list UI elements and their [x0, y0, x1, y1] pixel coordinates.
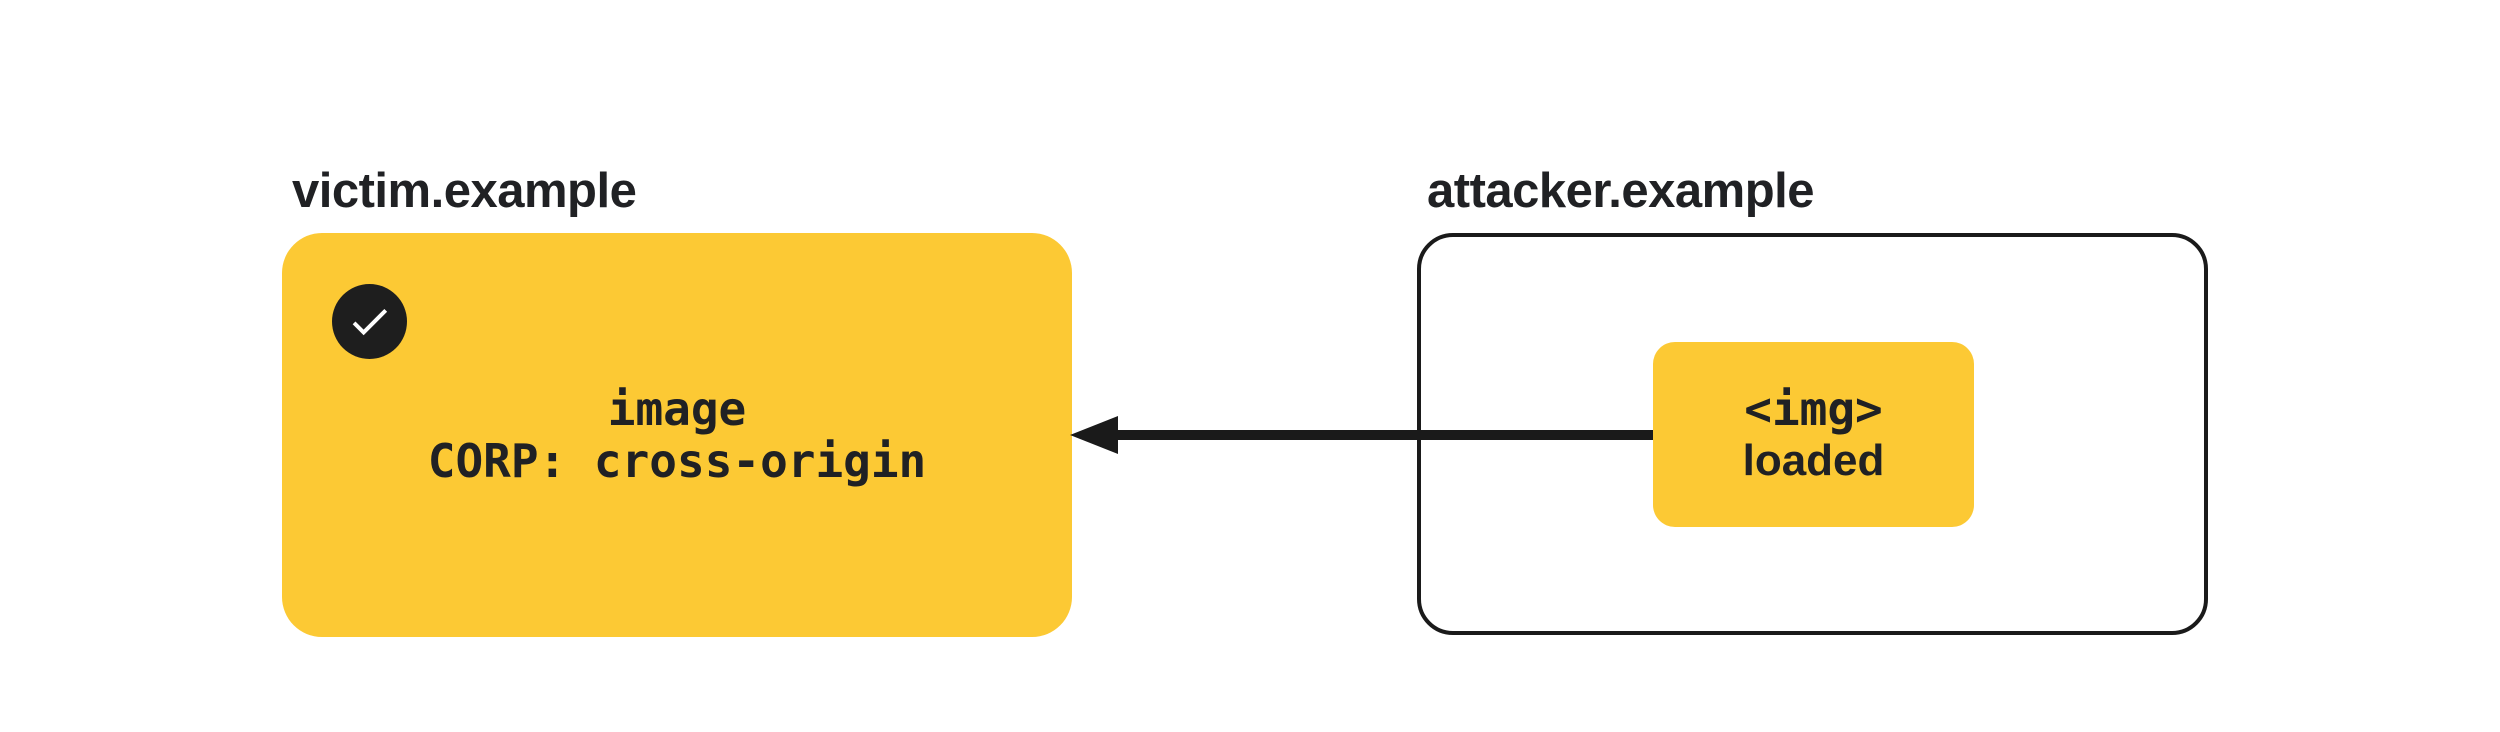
- victim-domain-label: victim.example: [292, 164, 637, 218]
- victim-resource-line: image: [607, 382, 747, 436]
- victim-corp-header-line: CORP: cross-origin: [427, 434, 927, 488]
- arrow-line: [1112, 430, 1653, 440]
- arrow-left-icon: [1070, 416, 1118, 454]
- victim-card: image CORP: cross-origin: [282, 233, 1072, 637]
- check-badge: [332, 284, 407, 359]
- checkmark-icon: [346, 298, 393, 345]
- img-tag-code: <img>: [1744, 381, 1883, 436]
- img-loaded-chip: <img> loaded: [1653, 342, 1974, 527]
- img-loaded-text: loaded: [1742, 435, 1885, 485]
- victim-card-text: image CORP: cross-origin: [282, 233, 1072, 637]
- attacker-domain-label: attacker.example: [1427, 164, 1815, 218]
